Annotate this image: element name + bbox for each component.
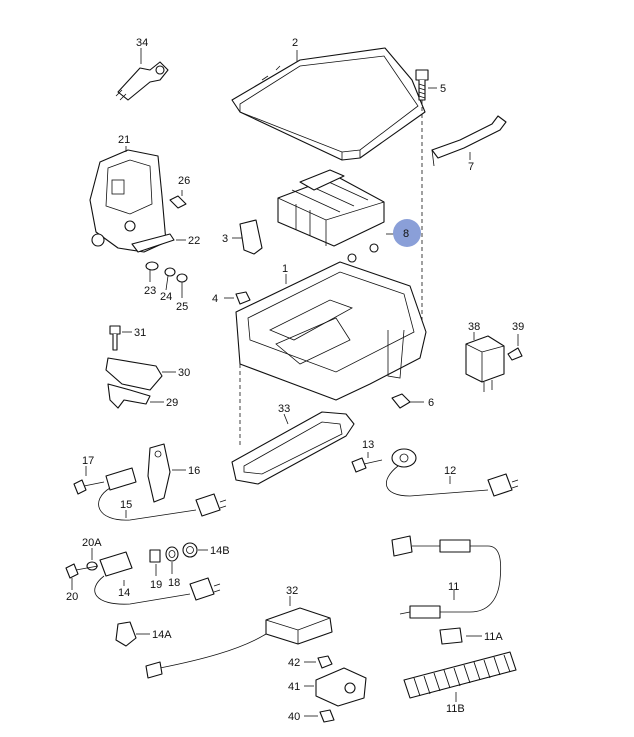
callout-20A: 20A [82, 537, 102, 549]
callout-11B: 11B [446, 703, 465, 715]
part-23-washer[interactable] [145, 261, 159, 282]
part-21-bracket[interactable] [89, 146, 167, 253]
part-4-nut[interactable] [224, 291, 251, 305]
part-11B-sleeve[interactable] [403, 651, 517, 702]
callout-31: 31 [134, 327, 146, 339]
part-11-sensor-cable[interactable] [391, 535, 502, 619]
part-3-clip[interactable] [232, 219, 263, 255]
part-18-ring[interactable] [165, 546, 179, 574]
callout-33: 33 [278, 403, 290, 415]
part-15-sensor-cable[interactable] [98, 467, 227, 521]
part-2-cover[interactable] [231, 47, 426, 161]
part-22-plate[interactable] [131, 233, 186, 253]
callout-3: 3 [222, 233, 228, 245]
callout-6: 6 [428, 397, 434, 409]
part-5-bolt[interactable] [415, 69, 437, 330]
part-26-screw[interactable] [169, 190, 187, 209]
callout-39: 39 [512, 321, 524, 333]
callout-11: 11 [448, 581, 459, 593]
callout-19: 19 [150, 579, 162, 591]
part-1-housing[interactable] [235, 243, 427, 448]
part-31-screw[interactable] [109, 325, 132, 351]
part-40-screw[interactable] [304, 709, 335, 723]
part-32-sensor[interactable] [145, 596, 333, 679]
part-19-seal[interactable] [149, 549, 161, 576]
part-20-screw[interactable] [65, 563, 99, 590]
part-17-screw[interactable] [73, 466, 105, 495]
callout-25: 25 [176, 301, 188, 313]
callout-13: 13 [362, 439, 374, 451]
callout-14: 14 [118, 587, 130, 599]
callout-14A: 14A [152, 629, 172, 641]
callout-16: 16 [188, 465, 200, 477]
callout-23: 23 [144, 285, 156, 297]
callout-24: 24 [160, 291, 172, 303]
part-42-nut[interactable] [304, 655, 333, 669]
callout-22: 22 [188, 235, 200, 247]
part-13-screw[interactable] [351, 452, 383, 473]
callout-2: 2 [292, 37, 298, 49]
highlight-marker-8[interactable] [393, 219, 421, 247]
part-11A-clip[interactable] [439, 627, 482, 645]
callout-4: 4 [212, 293, 218, 305]
callout-15: 15 [120, 499, 132, 511]
part-6-nut[interactable] [391, 393, 424, 409]
callout-38: 38 [468, 321, 480, 333]
callout-29: 29 [166, 397, 178, 409]
callout-34: 34 [136, 37, 148, 49]
callout-41: 41 [288, 681, 300, 693]
callout-40: 40 [288, 711, 300, 723]
part-30-bracket[interactable] [105, 357, 176, 391]
part-33-gasket[interactable] [231, 411, 355, 485]
callout-14B: 14B [210, 545, 230, 557]
part-38-relay[interactable] [465, 332, 505, 392]
callout-21: 21 [118, 134, 130, 146]
callout-17: 17 [82, 455, 94, 467]
part-16-bracket[interactable] [147, 443, 186, 503]
part-25-screw[interactable] [176, 273, 188, 298]
callout-26: 26 [178, 175, 190, 187]
callout-30: 30 [178, 367, 190, 379]
part-34-switch[interactable] [115, 48, 169, 101]
callout-11A: 11A [484, 631, 503, 643]
callout-32: 32 [286, 585, 298, 597]
callout-18: 18 [168, 577, 180, 589]
part-39-screw[interactable] [507, 334, 523, 361]
part-24-nut[interactable] [164, 267, 176, 291]
part-7-bracket[interactable] [431, 115, 507, 167]
callout-12: 12 [444, 465, 456, 477]
part-14-sensor-cable[interactable] [94, 551, 221, 605]
callout-20: 20 [66, 591, 78, 603]
part-8-control-module[interactable] [277, 169, 398, 247]
callout-5: 5 [440, 83, 446, 95]
part-14B-ring[interactable] [182, 542, 208, 558]
part-41-bracket[interactable] [304, 667, 367, 707]
callout-1: 1 [282, 263, 288, 275]
callout-7: 7 [468, 161, 474, 173]
part-29-bracket[interactable] [107, 383, 164, 409]
callout-42: 42 [288, 657, 300, 669]
part-14A-clip[interactable] [115, 621, 150, 647]
callout-8: 8 [403, 228, 409, 240]
part-12-sensor[interactable] [385, 448, 519, 497]
